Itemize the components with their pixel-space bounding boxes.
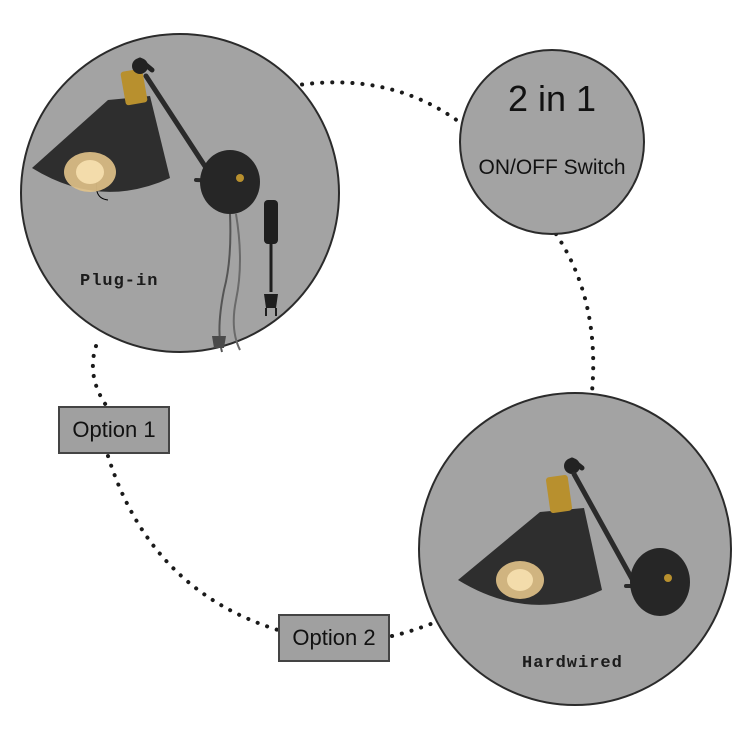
- on-off-switch-text: ON/OFF Switch: [478, 156, 626, 179]
- hardwired-label: Hardwired: [522, 654, 623, 673]
- headline-2-in-1: 2 in 1: [507, 78, 597, 119]
- option-1-box: Option 1: [58, 406, 170, 454]
- plug-in-label: Plug-in: [80, 272, 159, 291]
- option-2-label: Option 2: [292, 625, 376, 650]
- option-2-box: Option 2: [278, 614, 390, 662]
- option-1-label: Option 1: [72, 417, 156, 442]
- switch-circle: [459, 49, 645, 235]
- plug-in-circle: [20, 33, 340, 353]
